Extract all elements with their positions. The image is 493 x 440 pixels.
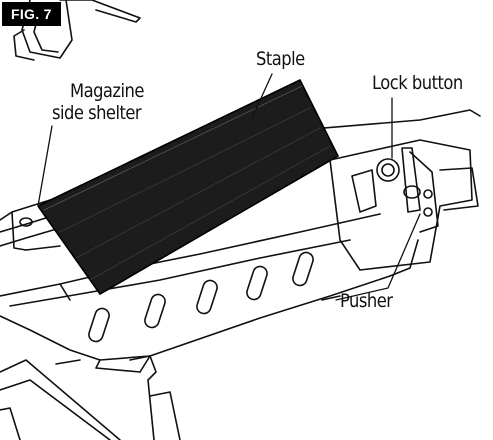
- lower-frame: [0, 355, 181, 440]
- callout-staple: Staple: [256, 48, 305, 70]
- leader-staple: [251, 73, 273, 119]
- figure-number-badge: FIG. 7: [2, 2, 61, 26]
- callout-lock-button: Lock button: [372, 72, 463, 94]
- magazine-slots: [88, 251, 314, 343]
- lock-button-shape: [376, 158, 400, 182]
- pusher-assembly: [321, 139, 479, 301]
- leader-lines: [37, 73, 421, 301]
- callout-magazine-line2: side shelter: [52, 102, 142, 124]
- callout-pusher: Pusher: [340, 290, 393, 312]
- leader-magazine: [37, 125, 53, 207]
- callout-magazine-line1: Magazine: [70, 80, 144, 102]
- staple-strip: [37, 79, 339, 295]
- leader-pusher: [335, 213, 421, 301]
